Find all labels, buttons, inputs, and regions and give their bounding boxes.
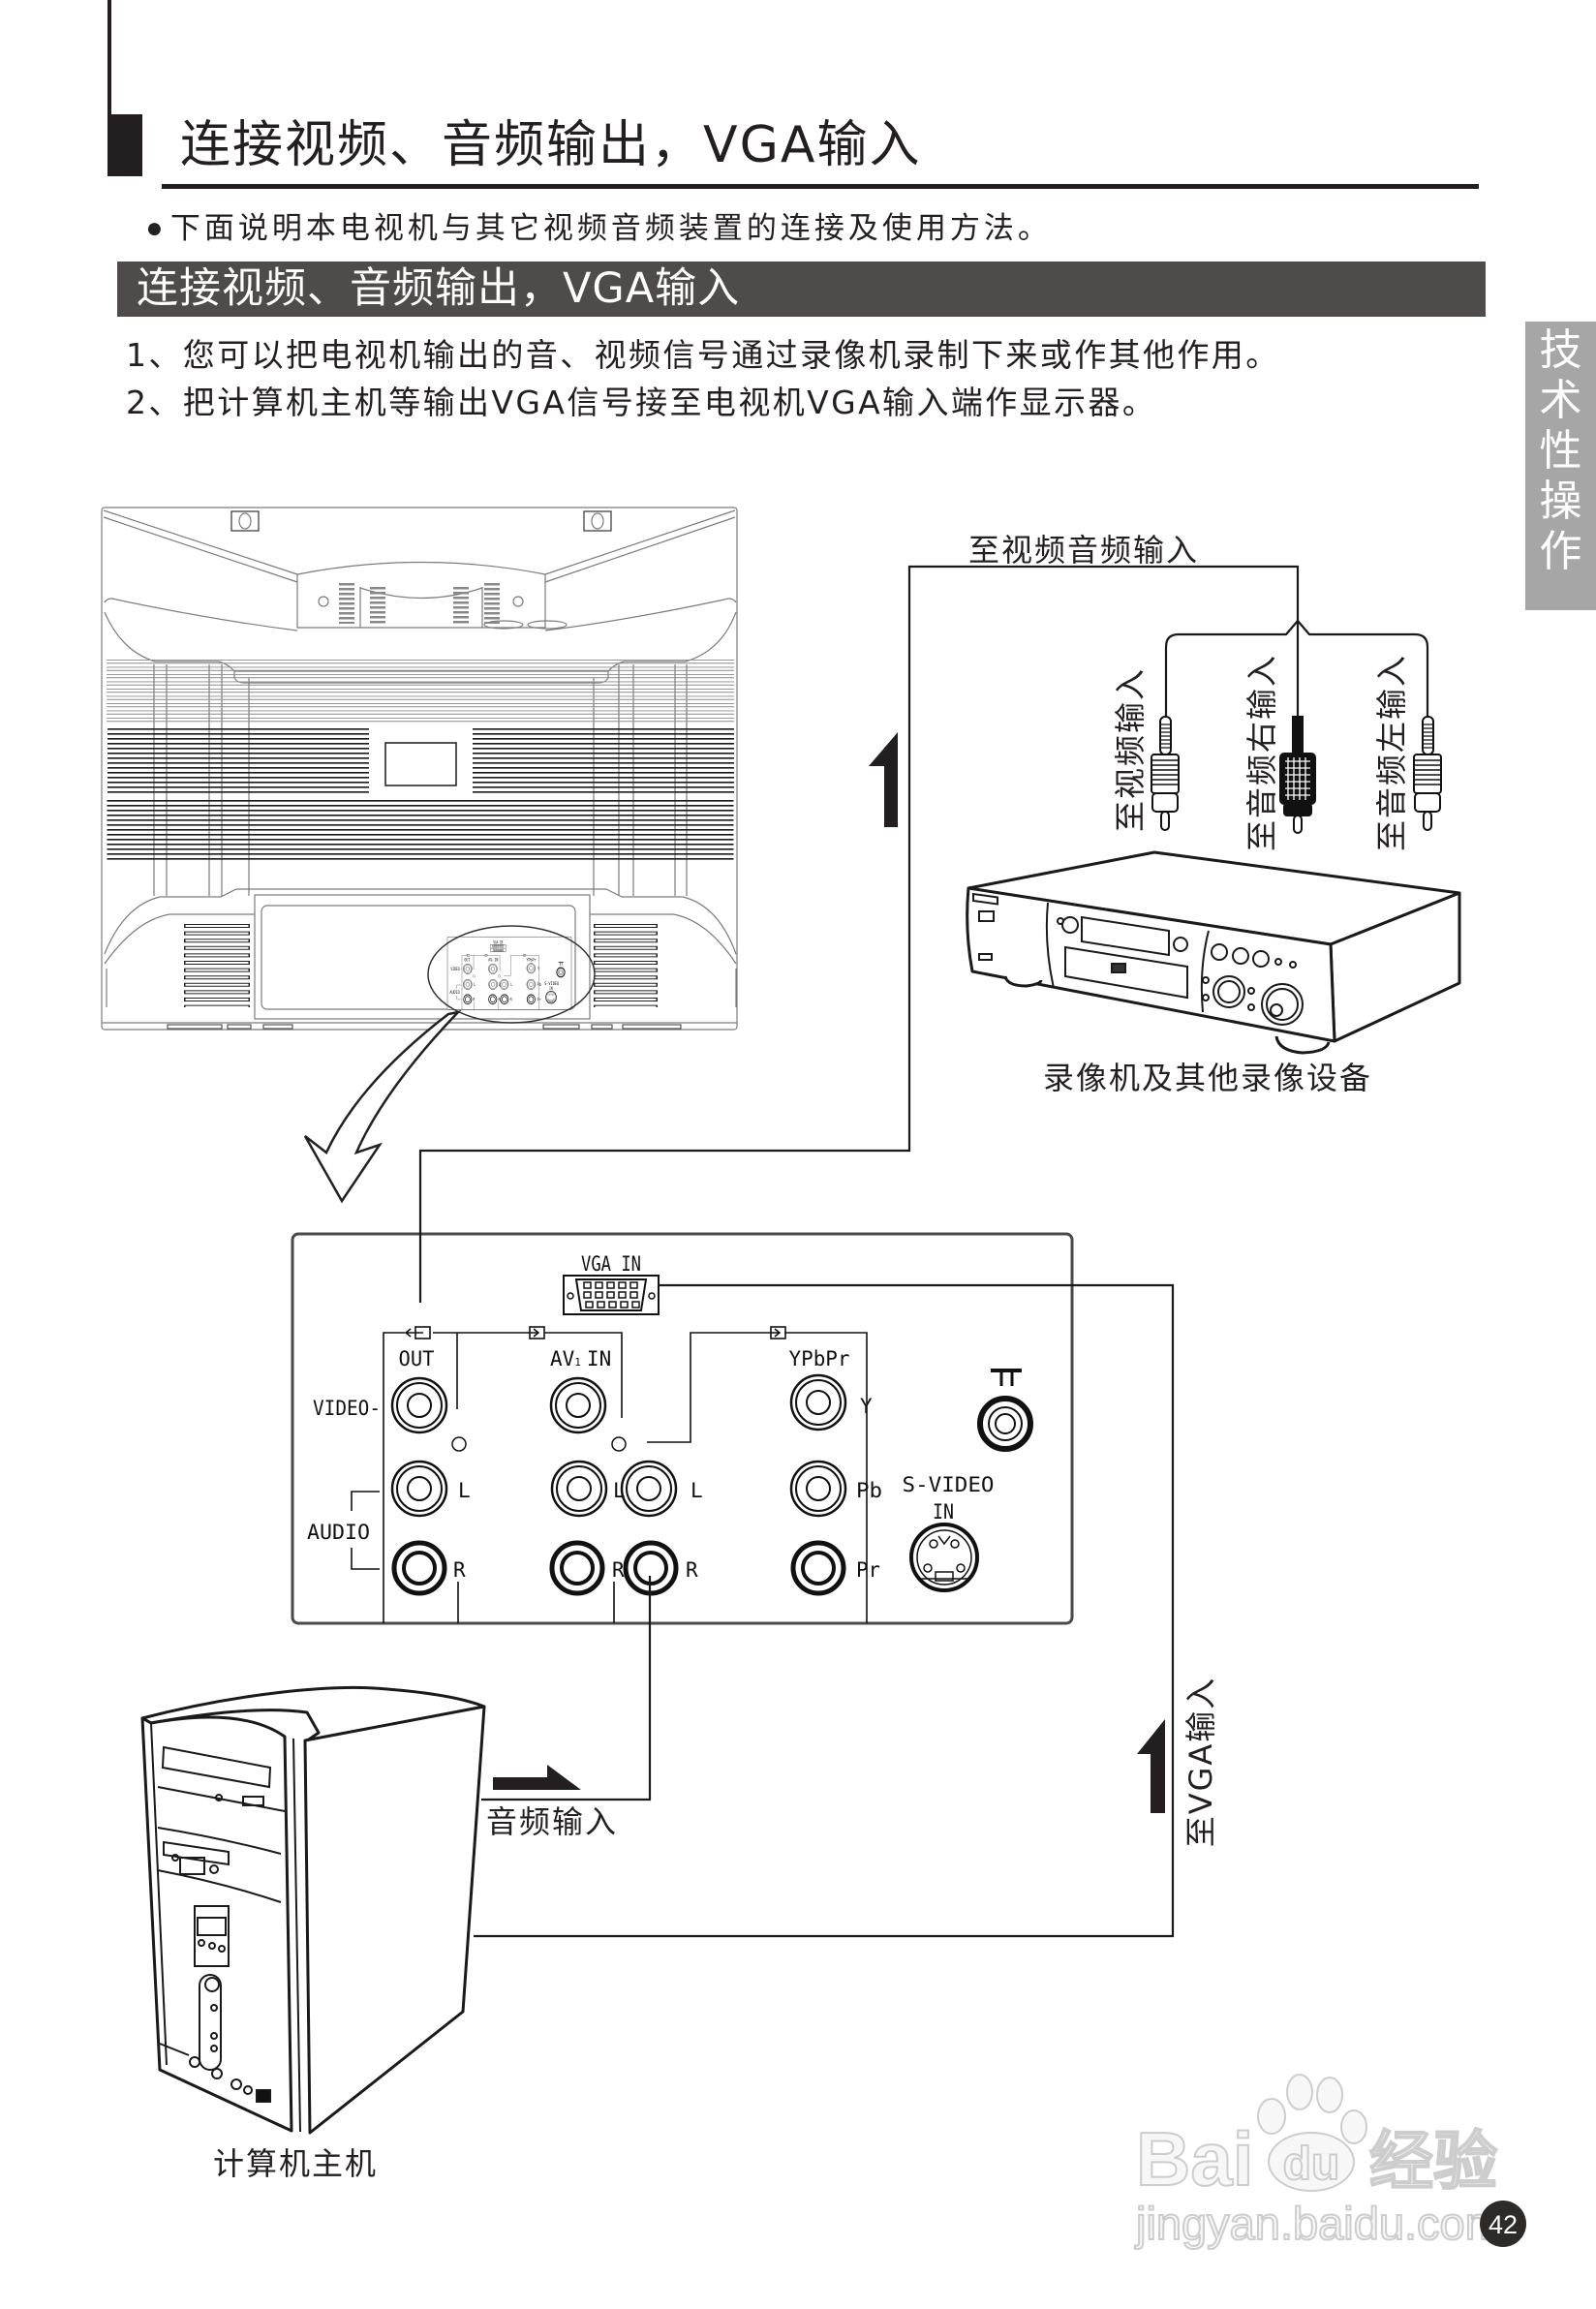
av1-video-in-jack: [549, 1376, 607, 1434]
paw-icon: [1257, 2074, 1367, 2192]
page-number-badge: 42: [1480, 2201, 1526, 2247]
svideo-jack: [909, 1523, 979, 1592]
pc-tower-illustration: [140, 1685, 486, 2135]
y-jack: [789, 1373, 847, 1432]
component-group-label: YPbPr: [789, 1347, 850, 1370]
pb-jack: [789, 1460, 847, 1518]
vcr-av-cable: [418, 565, 1300, 1303]
title-underline: [162, 184, 1479, 189]
plug-label-audio-right: 至音频右输入: [1243, 654, 1280, 851]
section-header-bar: 连接视频、音频输出，VGA输入: [117, 262, 1486, 317]
jack-label: L: [458, 1479, 471, 1502]
antenna-jack: [977, 1396, 1033, 1452]
jack-label: L: [613, 1479, 626, 1502]
watermark: Bai du 经验 jingyan.baidu.com: [1133, 2074, 1504, 2250]
panel-group-brackets: [351, 1332, 868, 1623]
plug-label-audio-left: 至音频左输入: [1373, 654, 1410, 851]
vga-cable: [474, 1283, 1175, 1938]
av1-in-group-label: AV1 IN: [550, 1347, 611, 1370]
page-number: 42: [1489, 2210, 1518, 2239]
watermark-url: jingyan.baidu.com: [1134, 2198, 1503, 2249]
av1-prefix: AV: [550, 1347, 575, 1370]
side-tab-char: 术: [1539, 376, 1582, 425]
step-item: 1、您可以把电视机输出的音、视频信号通过录像机录制下来或作其他作用。: [126, 336, 1280, 374]
svideo-in-label: IN: [933, 1500, 954, 1524]
side-tab-char: 性: [1539, 426, 1582, 476]
audio-left-plug: [1413, 716, 1442, 831]
av1-audio-right-jack: [552, 1543, 602, 1593]
jack-label: R: [686, 1558, 698, 1582]
title-marker-block: [107, 114, 142, 176]
plug-label-video: 至视频输入: [1112, 667, 1149, 832]
step-item: 2、把计算机主机等输出VGA信号接至电视机VGA输入端作显示器。: [126, 384, 1157, 421]
side-tab-char: 操: [1539, 477, 1582, 526]
rca-cable-split: [1164, 619, 1429, 717]
input-icon: [521, 1326, 545, 1339]
pc-device-label: 计算机主机: [213, 2145, 378, 2182]
jack-label: Pr: [856, 1558, 880, 1582]
vga-cable-label: 至VGA输入: [1182, 1677, 1219, 1848]
jack-label: Pb: [856, 1479, 882, 1502]
indicator-hole: [451, 1436, 467, 1452]
output-icon: [404, 1326, 431, 1339]
title-vertical-rule: [107, 0, 111, 176]
vcr-illustration: [966, 850, 1461, 1055]
input-icon: [762, 1326, 786, 1339]
page-title: 连接视频、音频输出，VGA输入: [180, 116, 922, 174]
pr-jack: [793, 1543, 844, 1593]
direction-arrow-icon: [1137, 1719, 1165, 1813]
indicator-hole: [611, 1436, 627, 1452]
vcr-cable-label: 至视频音频输入: [968, 532, 1199, 569]
intro-text: 下面说明本电视机与其它视频音频装置的连接及使用方法。: [169, 211, 1052, 246]
jack-label: Y: [860, 1395, 873, 1418]
av1-subscript: 1: [574, 1356, 581, 1369]
vga-port: [563, 1275, 660, 1315]
tv-label-window: [384, 742, 457, 786]
antenna-icon: [991, 1369, 1022, 1386]
zoom-highlight-ellipse: [427, 925, 596, 1024]
av1-audio-left-jack: [550, 1460, 608, 1518]
jack-label: R: [612, 1558, 625, 1582]
chapter-side-tab: 技 术 性 操 作: [1525, 322, 1596, 610]
panel-frame: [291, 1232, 1074, 1625]
section-title: 连接视频、音频输出，VGA输入: [137, 264, 741, 313]
watermark-brand-right: 经验: [1369, 2124, 1497, 2199]
pc-audio-label: 音频输入: [486, 1803, 618, 1840]
jack-label: R: [453, 1558, 466, 1582]
intro-line: ● 下面说明本电视机与其它视频音频装置的连接及使用方法。: [147, 211, 1052, 246]
audio-out-left-jack: [390, 1460, 448, 1518]
signal-cables: [418, 565, 1429, 1938]
tv-rear-illustration: [101, 507, 738, 1031]
svideo-label: S-VIDEO: [903, 1473, 995, 1496]
direction-arrow-icon: [869, 732, 898, 827]
av2-audio-left-jack: [620, 1460, 678, 1518]
jack-label: L: [691, 1479, 703, 1502]
video-plug: [1151, 716, 1180, 831]
audio-row-label: AUDIO: [307, 1521, 370, 1544]
out-group-label: OUT: [399, 1347, 435, 1370]
signal-arrow-icon: [493, 1765, 581, 1790]
vcr-device-label: 录像机及其他录像设备: [1043, 1060, 1372, 1096]
pc-audio-cable: [481, 1576, 652, 1801]
vga-in-label: VGA IN: [581, 1252, 641, 1276]
side-tab-char: 作: [1539, 527, 1582, 576]
tv-mini-panel: [447, 937, 571, 1009]
av1-suffix: IN: [587, 1347, 611, 1370]
side-tab-char: 技: [1539, 325, 1582, 375]
audio-out-right-jack: [394, 1543, 445, 1593]
audio-right-plug: [1279, 716, 1316, 834]
watermark-brand-paw: du: [1283, 2139, 1340, 2190]
zoom-curved-arrow-icon: [303, 1009, 462, 1204]
video-row-label: VIDEO-: [313, 1397, 381, 1420]
video-out-jack: [390, 1376, 448, 1434]
bullet-icon: ●: [147, 219, 162, 238]
watermark-brand-left: Bai: [1136, 2116, 1253, 2201]
